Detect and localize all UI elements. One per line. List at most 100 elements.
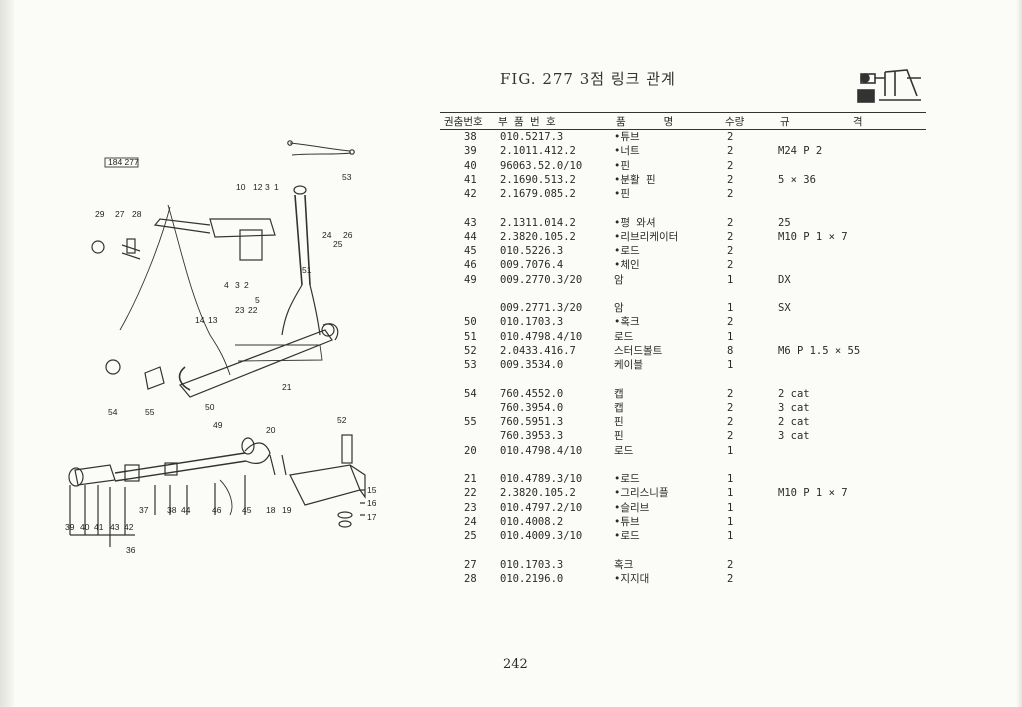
table-cell-ref-no: 52 [464,344,477,357]
header-quantity: 수량 [725,116,745,128]
table-cell-quantity: 1 [727,302,734,314]
table-cell-part-name: •튜브 [614,515,640,528]
table-cell-ref-no: 54 [464,387,477,400]
table-cell-quantity: 2 [727,230,734,243]
callout-44: 44 [181,505,191,515]
table-cell-part-no: 2.1679.085.2 [500,188,576,200]
table-cell-part-no: 760.4552.0 [500,387,564,400]
table-cell-quantity: 2 [727,145,734,158]
figure-title: FIG. 277 3점 링크 관계 [500,70,676,88]
table-cell-part-no: 2.1690.513.2 [500,173,576,186]
table-cell-part-no: 009.2771.3/20 [500,302,583,314]
callout-38: 38 [167,505,177,515]
page-edge-shadow [1016,0,1022,707]
table-cell-specification: M10 P 1 × 7 [778,230,848,243]
table-cell-specification: 5 × 36 [778,173,816,186]
table-cell-part-name: 암 [614,302,624,314]
callout-40: 40 [80,522,90,532]
page-number: 242 [503,657,528,672]
table-cell-quantity: 1 [727,330,734,343]
table-cell-part-name: •평 와셔 [614,216,656,229]
callout-22: 22 [248,305,258,315]
table-cell-part-name: •그리스니플 [614,487,669,500]
callout-49: 49 [213,420,223,430]
callout-4: 4 [224,280,229,290]
table-cell-quantity: 2 [727,416,734,428]
callout-16: 16 [367,498,377,508]
table-cell-part-no: 010.4798.4/10 [500,444,583,457]
table-cell-ref-no: 49 [464,273,477,286]
callout-1: 1 [274,182,279,192]
table-cell-part-no: 760.5951.3 [500,416,564,428]
exploded-parts-diagram: 184 277 10 12 3 1 53 29 27 28 24 26 25 5… [65,140,377,555]
callout-18: 18 [266,505,276,515]
table-cell-ref-no: 42 [464,188,477,200]
table-cell-quantity: 1 [727,444,734,457]
reference-box-label: 184 277 [108,157,139,167]
table-cell-part-no: 2.1311.014.2 [500,216,576,229]
callout-20: 20 [266,425,276,435]
table-cell-quantity: 1 [727,359,734,371]
table-cell-specification: 3 cat [778,401,810,414]
callout-25: 25 [333,239,343,249]
table-cell-ref-no: 45 [464,245,477,257]
table-cell-part-no: 009.3534.0 [500,359,564,371]
table-cell-ref-no: 46 [464,259,477,272]
table-cell-ref-no: 43 [464,216,477,229]
table-cell-part-name: 캡 [614,387,624,400]
table-cell-ref-no: 23 [464,501,477,514]
table-cell-part-no: 010.4789.3/10 [500,473,583,485]
group-spacer [440,372,926,386]
table-cell-ref-no: 27 [464,558,477,571]
callout-55: 55 [145,407,155,417]
callout-2: 2 [244,280,249,290]
table-cell-part-name: 핀 [614,430,624,443]
table-cell-quantity: 2 [727,316,734,329]
table-cell-ref-no: 51 [464,330,477,343]
callout-42: 42 [124,522,134,532]
table-cell-quantity: 2 [727,245,734,257]
table-cell-part-name: 암 [614,273,624,286]
table-cell-quantity: 2 [727,216,734,229]
table-cell-ref-no: 20 [464,444,477,457]
callout-10: 10 [236,182,246,192]
group-spacer [440,201,926,215]
table-cell-quantity: 1 [727,501,734,514]
callout-52: 52 [337,415,347,425]
table-cell-part-name: 혹크 [614,558,634,571]
table-cell-quantity: 2 [727,558,734,571]
callout-15: 15 [367,485,377,495]
table-cell-quantity: 2 [727,387,734,400]
callout-26: 26 [343,230,353,240]
table-cell-part-name: •로드 [614,530,640,542]
table-cell-part-name: 캡 [614,401,624,414]
table-cell-ref-no: 53 [464,359,477,371]
table-cell-part-no: 010.4797.2/10 [500,501,583,514]
group-spacer [440,543,926,557]
table-cell-ref-no: 50 [464,316,477,329]
header-specification: 규 격 [780,116,863,128]
table-cell-quantity: 2 [727,430,734,443]
callout-29: 29 [95,209,105,219]
callout-45: 45 [242,505,252,515]
table-cell-quantity: 2 [727,159,734,172]
callout-46: 46 [212,505,222,515]
table-cell-part-name: •지지대 [614,572,650,585]
table-cell-quantity: 2 [727,173,734,186]
callout-43: 43 [110,522,120,532]
table-cell-part-name: •체인 [614,259,640,272]
